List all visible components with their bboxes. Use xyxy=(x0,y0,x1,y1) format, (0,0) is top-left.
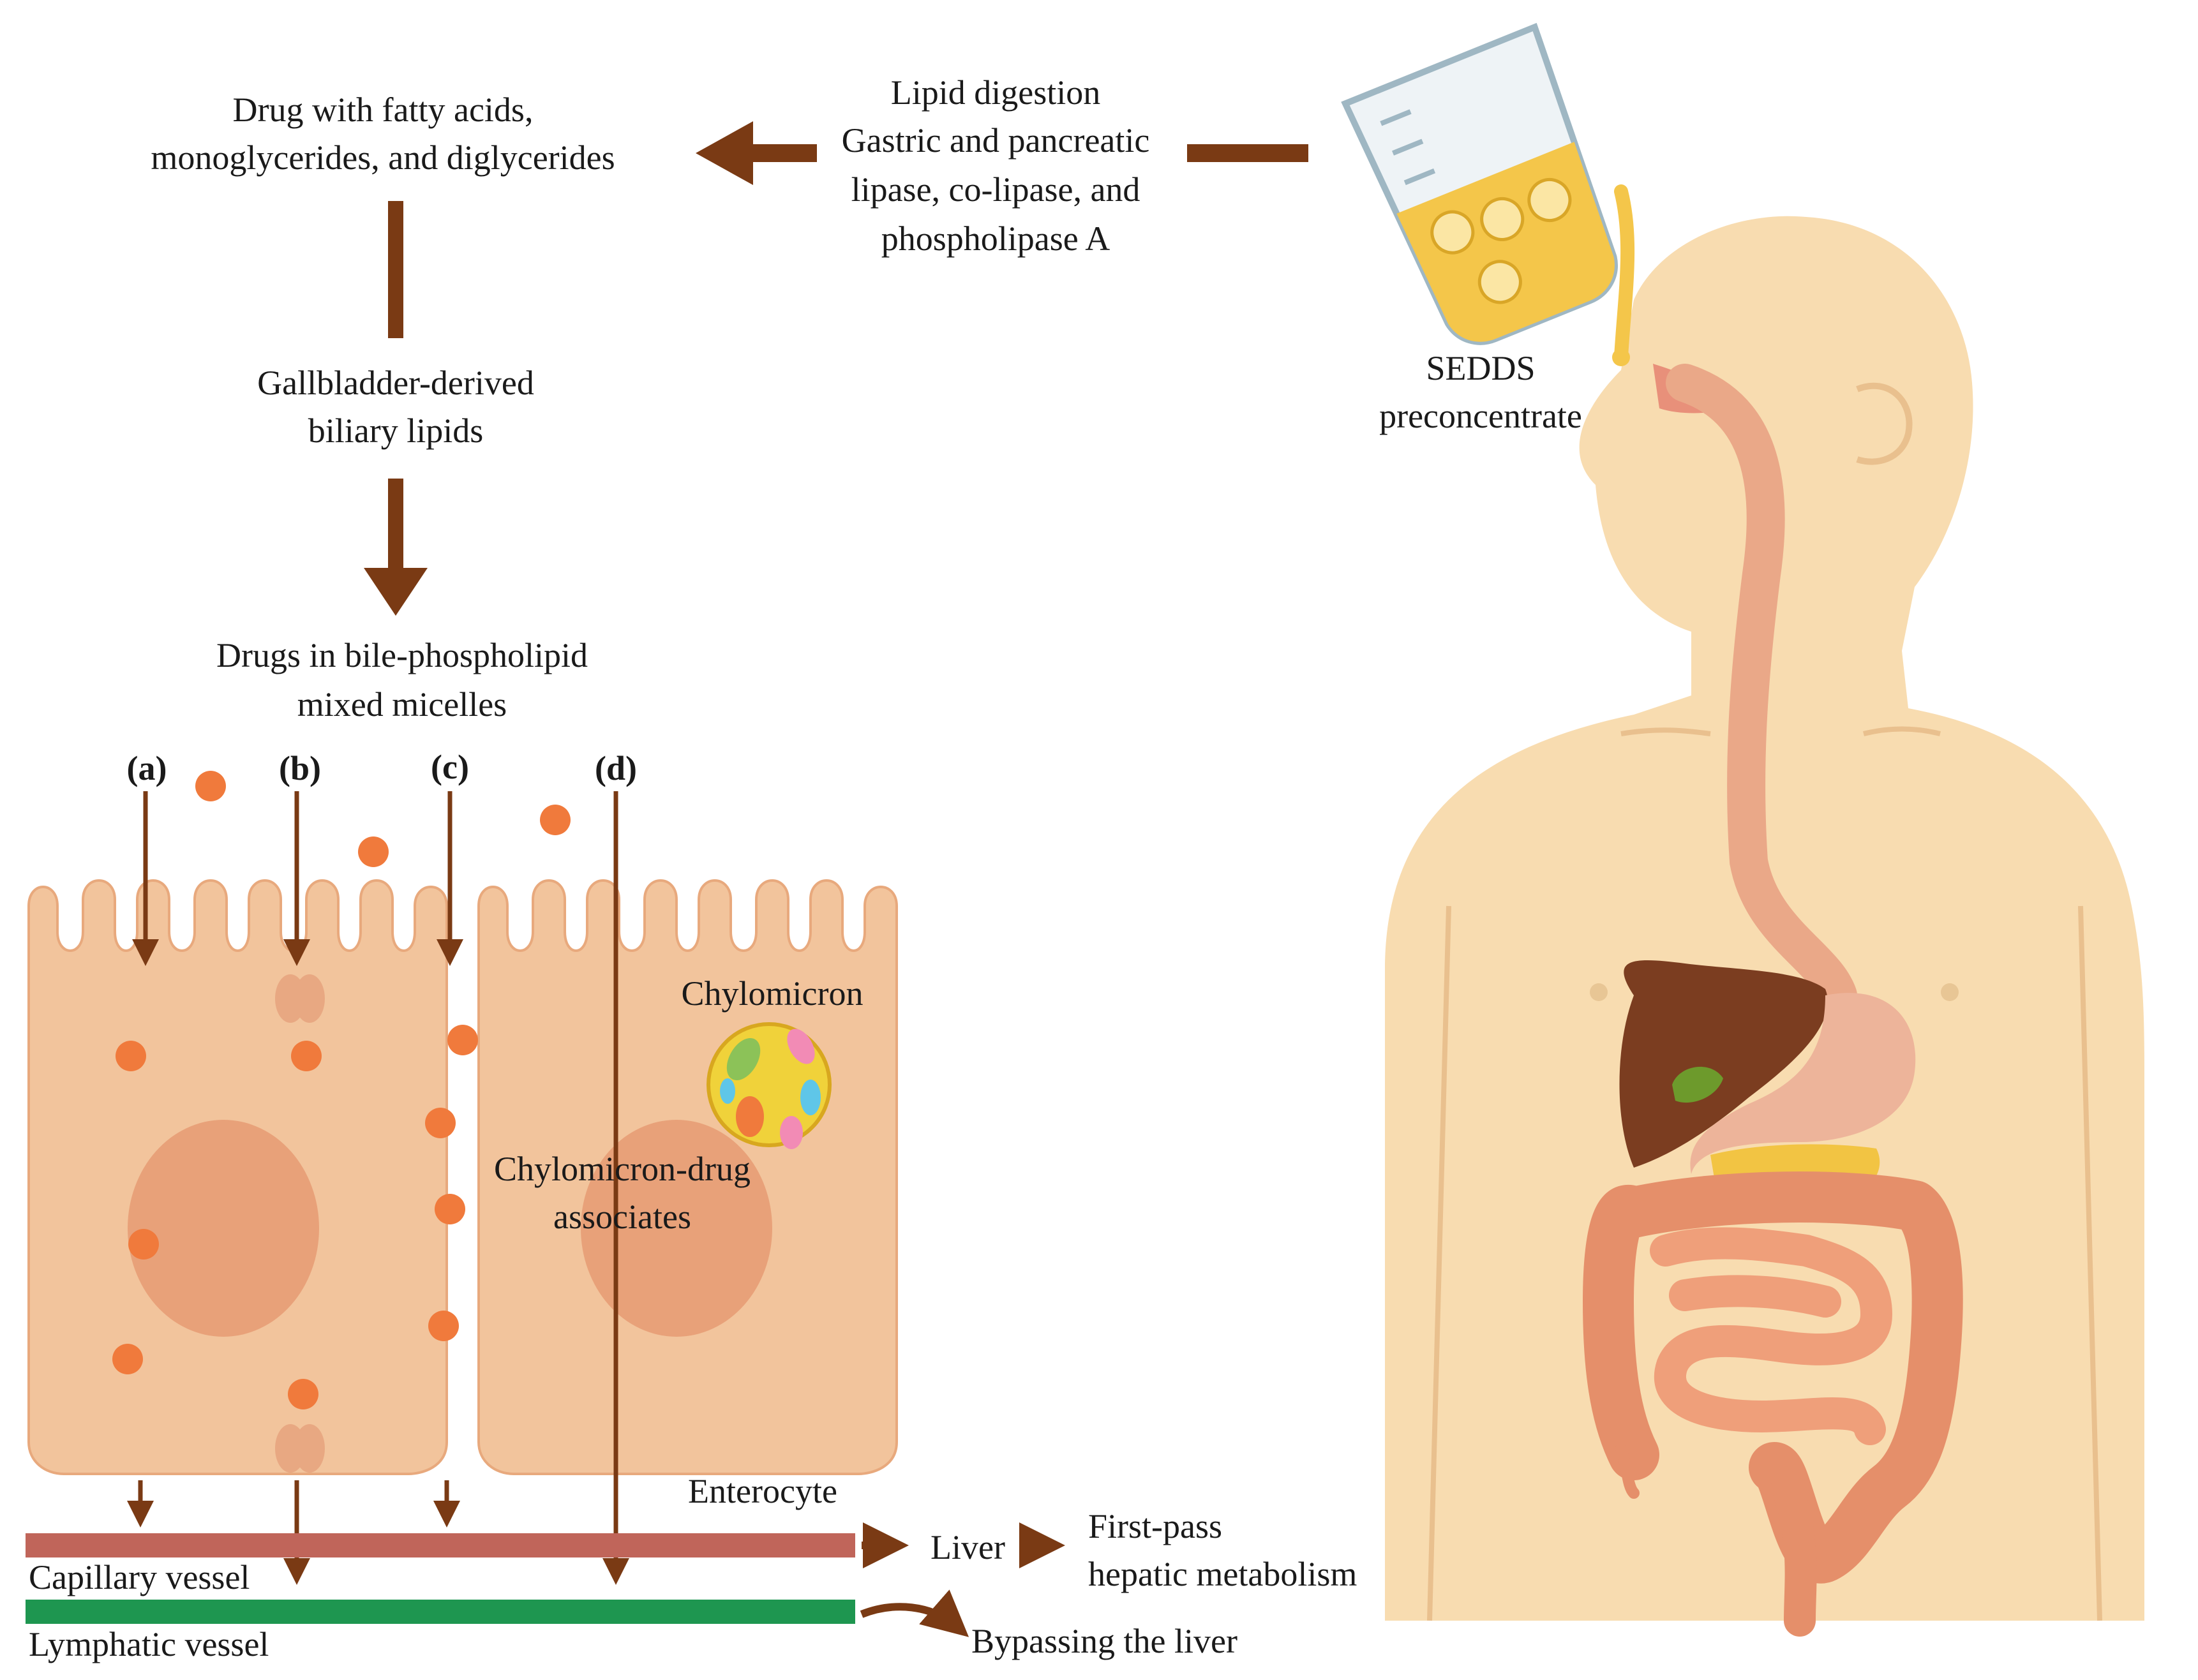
drug-dot xyxy=(540,805,571,835)
chylo-drug-line-1: Chylomicron-drug xyxy=(494,1150,751,1188)
arrowhead-down xyxy=(364,568,428,616)
chylo-drug-line-2: associates xyxy=(553,1198,691,1236)
drug-dot xyxy=(447,1025,478,1055)
collarbone-left xyxy=(1620,727,1711,736)
emulsion-droplet xyxy=(1480,197,1525,241)
lipid-digestion-line-1: Lipid digestion xyxy=(891,73,1100,112)
appendix xyxy=(1615,1443,1640,1499)
route-b-label: (b) xyxy=(279,749,321,787)
drug-dot xyxy=(288,1379,318,1409)
emulsion-droplet xyxy=(1477,260,1522,304)
drug-dot xyxy=(358,836,389,867)
drug-dot xyxy=(428,1311,459,1341)
nucleus-right xyxy=(581,1120,772,1337)
drug-dot xyxy=(128,1229,159,1260)
sedds-line-1: SEDDS xyxy=(1426,349,1535,387)
route-c-label: (c) xyxy=(431,748,469,786)
nipple-left xyxy=(1590,983,1608,1001)
enterocyte-label: Enterocyte xyxy=(688,1472,837,1510)
arm-right xyxy=(2078,905,2102,1621)
drug-dot xyxy=(425,1108,456,1138)
micelles-line-1: Drugs in bile-phospholipid xyxy=(216,636,588,674)
drug-dot xyxy=(116,1041,146,1071)
capillary-label: Capillary vessel xyxy=(29,1558,250,1596)
sedds-beaker xyxy=(1341,22,1618,345)
first-pass-line-1: First-pass xyxy=(1088,1507,1222,1545)
emulsion-droplet xyxy=(1527,177,1572,222)
liver xyxy=(1619,960,1828,1168)
collarbone-right xyxy=(1863,726,1941,736)
nipple-right xyxy=(1941,983,1959,1001)
arrowhead-left xyxy=(696,121,753,185)
drug-molecules xyxy=(112,771,571,1409)
arm-left xyxy=(1427,905,1451,1621)
liver-label: Liver xyxy=(931,1528,1005,1566)
route-a-label: (a) xyxy=(127,749,167,787)
first-pass-line-2: hepatic metabolism xyxy=(1088,1555,1357,1593)
chylomicron-label: Chylomicron xyxy=(682,974,864,1013)
arrow-bypass xyxy=(860,1589,969,1637)
drop xyxy=(1612,348,1630,366)
chylomicron-particle xyxy=(706,1022,832,1149)
drug-fatty-line-2: monoglycerides, and diglycerides xyxy=(151,138,615,177)
route-arrows xyxy=(127,791,629,1585)
large-intestine xyxy=(1583,1171,1963,1583)
sedds-line-2: preconcentrate xyxy=(1379,397,1582,435)
route-d-label: (d) xyxy=(595,749,637,787)
transporter-bottom xyxy=(275,1424,325,1473)
drug-dot xyxy=(435,1194,465,1224)
gallbladder-line-2: biliary lipids xyxy=(308,412,483,450)
rectum xyxy=(1771,1471,1817,1637)
small-intestine xyxy=(1650,1227,1892,1445)
drug-fatty-line-1: Drug with fatty acids, xyxy=(233,91,534,129)
lipid-digestion-line-2: Gastric and pancreatic xyxy=(842,121,1150,160)
nucleus-left xyxy=(128,1120,319,1337)
stomach xyxy=(1690,993,1916,1174)
gallbladder xyxy=(1672,1066,1723,1103)
lymphatic-label: Lymphatic vessel xyxy=(29,1625,269,1663)
micelles-line-2: mixed micelles xyxy=(297,685,507,724)
gallbladder-line-1: Gallbladder-derived xyxy=(257,364,534,402)
ear xyxy=(1856,382,1913,465)
bypass-label: Bypassing the liver xyxy=(971,1622,1237,1660)
human-figure xyxy=(1385,216,2144,1637)
drug-dot xyxy=(195,771,226,801)
lymphatic-vessel xyxy=(26,1600,855,1624)
enterocyte-right xyxy=(477,879,898,1475)
emulsion-droplet xyxy=(1430,210,1475,255)
drug-dot xyxy=(112,1344,143,1374)
lipid-digestion-line-3: lipase, co-lipase, and xyxy=(851,170,1140,209)
capillary-vessel xyxy=(26,1533,855,1557)
pouring-stream xyxy=(1614,184,1635,364)
transporter-top xyxy=(275,974,325,1023)
drug-dot xyxy=(291,1041,322,1071)
esophagus xyxy=(1666,364,1857,1015)
enterocyte-left xyxy=(27,879,448,1475)
lipid-digestion-line-4: phospholipase A xyxy=(881,219,1110,258)
